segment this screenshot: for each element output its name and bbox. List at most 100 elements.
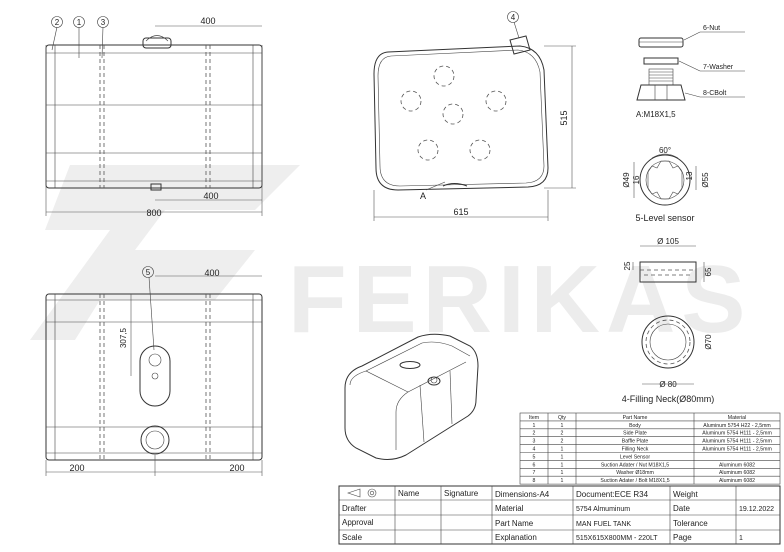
dim-d55: Ø55: [701, 172, 710, 188]
tb-weight: Weight: [673, 490, 699, 499]
nut-label: 6-Nut: [703, 25, 720, 32]
brand-logo-mark: [30, 165, 300, 340]
bottom-view: 5 400 307,5 200 200: [45, 266, 263, 476]
svg-text:1: 1: [77, 18, 82, 27]
parts-table-cell: 1: [561, 462, 564, 468]
parts-table-cell: Aluminum 5754 H111 - 2,5mm: [702, 447, 772, 453]
angle-label: 60°: [659, 146, 671, 155]
view-label-a: A: [420, 191, 426, 201]
parts-table-cell: 1: [561, 478, 564, 484]
level-sensor-plate: [139, 345, 171, 407]
bottom-view-outline: [45, 293, 263, 461]
parts-table-header-cell: Material: [728, 415, 746, 421]
parts-table-cell: 2: [533, 431, 536, 437]
parts-table-cell: Aluminum 6082: [719, 470, 755, 476]
title-block: Name Signature Dimensions-A4 Document:EC…: [338, 485, 781, 545]
tb-name: Name: [398, 489, 420, 498]
svg-text:4: 4: [511, 13, 516, 22]
parts-table-cell: Baffle Plate: [622, 439, 649, 445]
parts-table-cell: 1: [561, 423, 564, 429]
drain-fitting: [140, 425, 170, 455]
dim-right-200: 200: [229, 463, 244, 473]
dim-bottom-400: 400: [204, 268, 219, 278]
tb-signature: Signature: [444, 489, 479, 498]
svg-text:3: 3: [101, 18, 106, 27]
dim-307-5: 307,5: [119, 327, 128, 348]
front-view: 800 400 400 2 1 3: [45, 16, 263, 218]
parts-table-cell: 7: [533, 470, 536, 476]
svg-text:5: 5: [146, 268, 151, 277]
parts-table-header-cell: Qty: [558, 415, 566, 421]
dim-65: 65: [704, 267, 713, 276]
level-sensor-detail: 60° Ø49 16 13 Ø55 5-Level sensor: [622, 146, 710, 223]
parts-table-cell: Aluminum 5754 H111 - 2,5mm: [702, 439, 772, 445]
parts-table-header-cell: Item: [529, 415, 539, 421]
dim-width-top: 400: [200, 16, 215, 26]
tb-explanation-value: 515X615X800MM - 220LT: [576, 535, 658, 542]
tb-approval: Approval: [342, 518, 374, 527]
dim-13: 13: [685, 171, 694, 180]
parts-table-cell: 1: [561, 447, 564, 453]
parts-table-cell: 4: [533, 447, 536, 453]
tb-material-value: 5754 Almuminum: [576, 506, 630, 513]
tb-part-name-value: MAN FUEL TANK: [576, 521, 631, 528]
parts-table-header-cell: Part Name: [623, 415, 648, 421]
balloon-5: [142, 266, 154, 278]
tb-document: Document:ECE R34: [576, 490, 649, 499]
parts-table-cell: 1: [561, 454, 564, 460]
tb-part-name-label: Part Name: [495, 519, 534, 528]
dim-width: 615: [453, 207, 468, 217]
parts-table-cell: Level Sensor: [620, 454, 651, 460]
brand-watermark-text: FERIKAS: [288, 246, 751, 353]
filling-neck-detail: Ø 105 25 65 Ø70 Ø 80 4-Filling Neck(Ø80m…: [622, 237, 715, 404]
bolt-detail: 6-Nut 7-Washer 8-CBolt A:M18X1,5: [636, 25, 745, 119]
tb-scale: Scale: [342, 533, 363, 542]
parts-table-cell: 3: [533, 439, 536, 445]
tb-dimensions: Dimensions-A4: [495, 490, 550, 499]
parts-table-cell: Side Plate: [623, 431, 647, 437]
parts-table-cell: Filling Neck: [622, 447, 649, 453]
parts-table-cell: 8: [533, 478, 536, 484]
parts-table-cell: Aluminum 5754 H111 - 2,5mm: [702, 431, 772, 437]
parts-table-cell: 1: [533, 423, 536, 429]
tb-page-value: 1: [739, 535, 743, 542]
dim-left-200: 200: [69, 463, 84, 473]
washer-shape: [643, 57, 679, 65]
filling-neck-side: [639, 261, 697, 283]
side-view: 4 A 515 615: [373, 11, 576, 221]
side-view-outline: [373, 45, 549, 191]
dim-d49: Ø49: [622, 172, 631, 188]
filling-neck-top: [641, 315, 695, 369]
svg-text:2: 2: [55, 18, 60, 27]
parts-table-cell: Body: [629, 423, 641, 429]
parts-table-cell: 5: [533, 454, 536, 460]
parts-table-cell: 2: [561, 439, 564, 445]
parts-table-cell: Aluminum 6082: [719, 462, 755, 468]
iso-sensor-plate: [399, 361, 421, 369]
tb-tolerance: Tolerance: [673, 519, 708, 528]
watermark: FERIKAS: [30, 165, 751, 353]
dim-height: 515: [559, 110, 569, 125]
balloon-4: [507, 11, 519, 23]
dim-25: 25: [623, 261, 632, 270]
parts-table-cell: Aluminum 6082: [719, 478, 755, 484]
tb-material-label: Material: [495, 504, 524, 513]
iso-body: [344, 333, 479, 460]
washer-label: 7-Washer: [703, 64, 734, 71]
tb-date-value: 19.12.2022: [739, 506, 774, 513]
projection-symbol-icon: [347, 488, 377, 498]
isometric-view: [344, 333, 479, 460]
dim-d80: Ø 80: [659, 380, 677, 389]
tb-drafter: Drafter: [342, 504, 367, 513]
dim-length: 800: [146, 208, 161, 218]
parts-table-cell: Suction Adater / Nut M18X1,5: [601, 462, 669, 468]
tb-page-label: Page: [673, 533, 692, 542]
tb-explanation-label: Explanation: [495, 533, 537, 542]
filler-neck-top: [142, 37, 172, 49]
filler-neck-side: [509, 35, 531, 55]
parts-table-cell: Washer Ø18mm: [616, 470, 654, 476]
parts-table-cell: Suction Adater / Bolt M18X1,5: [600, 478, 669, 484]
nut-shape: [638, 37, 684, 48]
